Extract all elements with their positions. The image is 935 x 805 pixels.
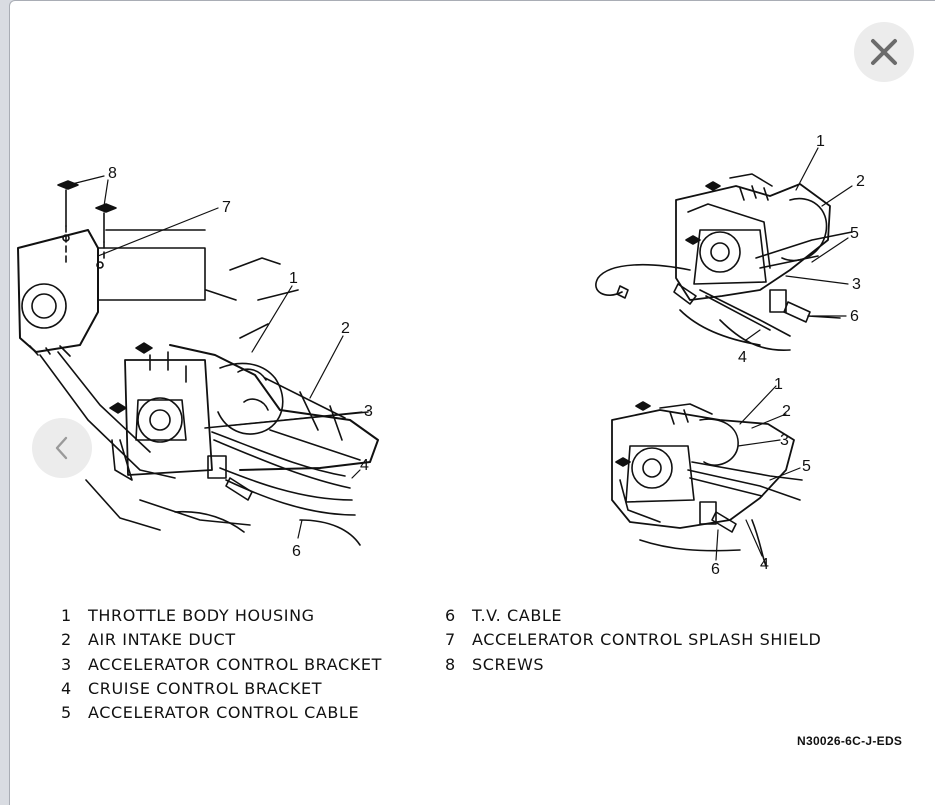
- callout-main-6: 6: [292, 543, 301, 560]
- figure-code: N30026-6C-J-EDS: [797, 734, 903, 748]
- callout-top-1: 1: [816, 133, 825, 150]
- previous-image-button[interactable]: [32, 418, 92, 478]
- lightbox-frame: [9, 0, 935, 805]
- callout-bottom-2: 2: [782, 403, 791, 420]
- callout-main-1: 1: [289, 270, 298, 287]
- close-button[interactable]: [854, 22, 914, 82]
- callout-top-3: 3: [852, 276, 861, 293]
- legend-label: THROTTLE BODY HOUSING: [88, 606, 315, 625]
- legend-item: 7 ACCELERATOR CONTROL SPLASH SHIELD: [445, 628, 821, 652]
- legend-item: 8 SCREWS: [445, 653, 821, 677]
- legend-label: SCREWS: [472, 654, 545, 674]
- legend-label: T.V. CABLE: [472, 606, 563, 625]
- legend-label: AIR INTAKE DUCT: [88, 630, 236, 650]
- callout-main-3: 3: [364, 403, 373, 420]
- callout-bottom-6: 6: [711, 561, 720, 578]
- legend-label: ACCELERATOR CONTROL CABLE: [88, 703, 360, 723]
- callout-bottom-5: 5: [802, 458, 811, 475]
- legend-number: 4: [61, 678, 72, 698]
- main-illustration: [17, 175, 379, 546]
- legend-item: 1 THROTTLE BODY HOUSING: [61, 604, 382, 628]
- legend-item: 4 CRUISE CONTROL BRACKET: [61, 677, 382, 701]
- callout-top-2: 2: [856, 173, 865, 190]
- legend-number: 1: [61, 606, 72, 625]
- legend-right-column: 6 T.V. CABLE 7 ACCELERATOR CONTROL SPLASH …: [445, 604, 821, 677]
- bottom-right-illustration: [611, 385, 803, 567]
- legend-number: 5: [61, 703, 72, 723]
- legend-item: 3 ACCELERATOR CONTROL BRACKET: [61, 653, 382, 677]
- legend-number: 2: [61, 630, 72, 650]
- legend-number: 8: [445, 654, 456, 674]
- callout-top-5: 5: [850, 225, 859, 242]
- legend-number: 3: [61, 654, 72, 674]
- callout-main-2: 2: [341, 320, 350, 337]
- callout-bottom-3: 3: [780, 432, 789, 449]
- callout-top-6: 6: [850, 308, 859, 325]
- close-icon: [871, 39, 897, 65]
- callout-bottom-1: 1: [774, 376, 783, 393]
- callout-main-7: 7: [222, 199, 231, 216]
- legend-item: 2 AIR INTAKE DUCT: [61, 628, 382, 652]
- legend-number: 6: [445, 606, 456, 625]
- callout-main-8: 8: [108, 165, 117, 182]
- callout-top-4: 4: [738, 349, 747, 366]
- legend-label: ACCELERATOR CONTROL SPLASH SHIELD: [472, 630, 822, 650]
- legend-label: ACCELERATOR CONTROL BRACKET: [88, 654, 382, 674]
- legend-label: CRUISE CONTROL BRACKET: [88, 678, 323, 698]
- legend-number: 7: [445, 630, 456, 650]
- top-right-illustration: [595, 147, 853, 351]
- callout-main-4: 4: [360, 457, 369, 474]
- callout-bottom-4: 4: [760, 556, 769, 573]
- legend-item: 5 ACCELERATOR CONTROL CABLE: [61, 701, 382, 725]
- chevron-left-icon: [55, 436, 68, 460]
- legend-item: 6 T.V. CABLE: [445, 604, 821, 628]
